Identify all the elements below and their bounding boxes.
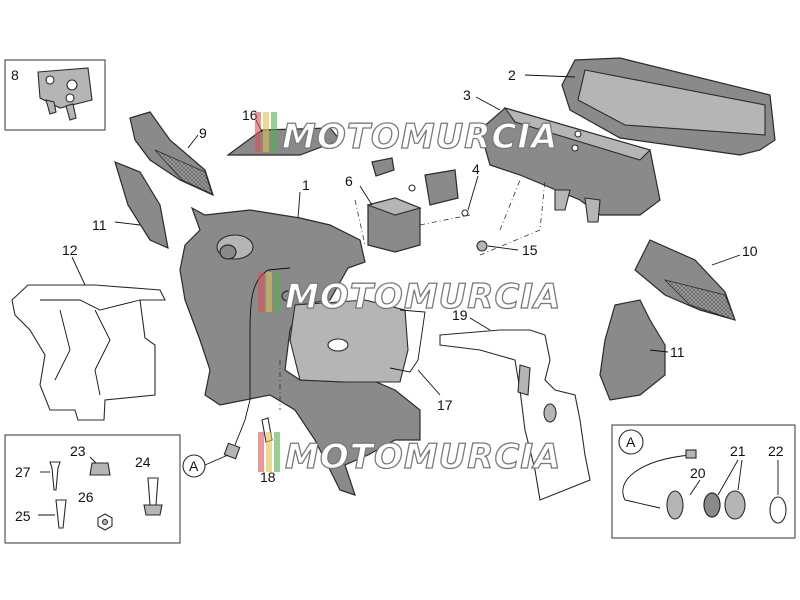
callout-1: 1 [302,177,310,193]
callout-25: 25 [15,508,31,524]
callout-11-left: 11 [92,217,107,233]
assembly-guide-lines [279,179,546,410]
callout-15: 15 [522,242,538,258]
watermark-bottom: MOTOMURCIA [285,437,561,477]
part-12-frame: 12 [11,242,166,421]
detail-marker-a-box: A [626,434,636,450]
callout-23: 23 [70,443,86,459]
callout-9: 9 [199,125,207,141]
part-9-mesh-panel: 9 [129,111,214,197]
callout-16: 16 [242,107,258,123]
part-15-grommet: 15 [476,240,538,258]
cable-assembly-a: A [182,267,291,478]
part-19-frame: 19 [439,307,591,501]
callout-22: 22 [768,443,784,459]
watermark-stripes-2 [258,272,280,312]
watermark-top: MOTOMURCIA [282,117,558,157]
watermark-stripes-3 [258,432,280,472]
part-17-gasket: 17 [389,309,453,413]
callout-12: 12 [62,242,78,258]
callout-8: 8 [11,67,19,83]
callout-26: 26 [78,489,94,505]
detail-a-box: A 20 21 22 [611,424,796,539]
callout-19: 19 [452,307,468,323]
part-6-box: 6 [345,173,422,253]
detail-marker-a-main: A [189,458,199,474]
part-11-right-panel: 11 [599,299,685,401]
watermark-stripes-1 [255,112,277,152]
small-hardware-group: 4 [371,157,480,217]
callout-24: 24 [135,454,151,470]
callout-20: 20 [690,465,706,481]
callout-27: 27 [15,464,31,480]
callout-4: 4 [472,161,480,177]
part-8-bracket: 8 [4,59,106,131]
hardware-fasteners-box: 27 23 24 25 26 [4,434,181,544]
callout-18: 18 [260,469,276,485]
callout-2: 2 [508,67,516,83]
callout-3: 3 [463,87,471,103]
callout-6: 6 [345,173,353,189]
watermark-group: MOTOMURCIA MOTOMURCIA MOTOMURCIA [255,112,561,478]
part-3-tray: 3 [463,87,661,223]
part-11-left-panel: 11 [92,160,169,250]
callout-17: 17 [437,397,453,413]
callout-11-right: 11 [670,344,685,360]
callout-10: 10 [742,243,758,259]
part-1-inner-body: 1 [179,177,421,496]
part-10-mesh-panel: 10 [634,239,758,321]
watermark-middle: MOTOMURCIA [285,277,561,317]
callout-21: 21 [730,443,746,459]
part-2-lid: 2 [508,57,776,156]
